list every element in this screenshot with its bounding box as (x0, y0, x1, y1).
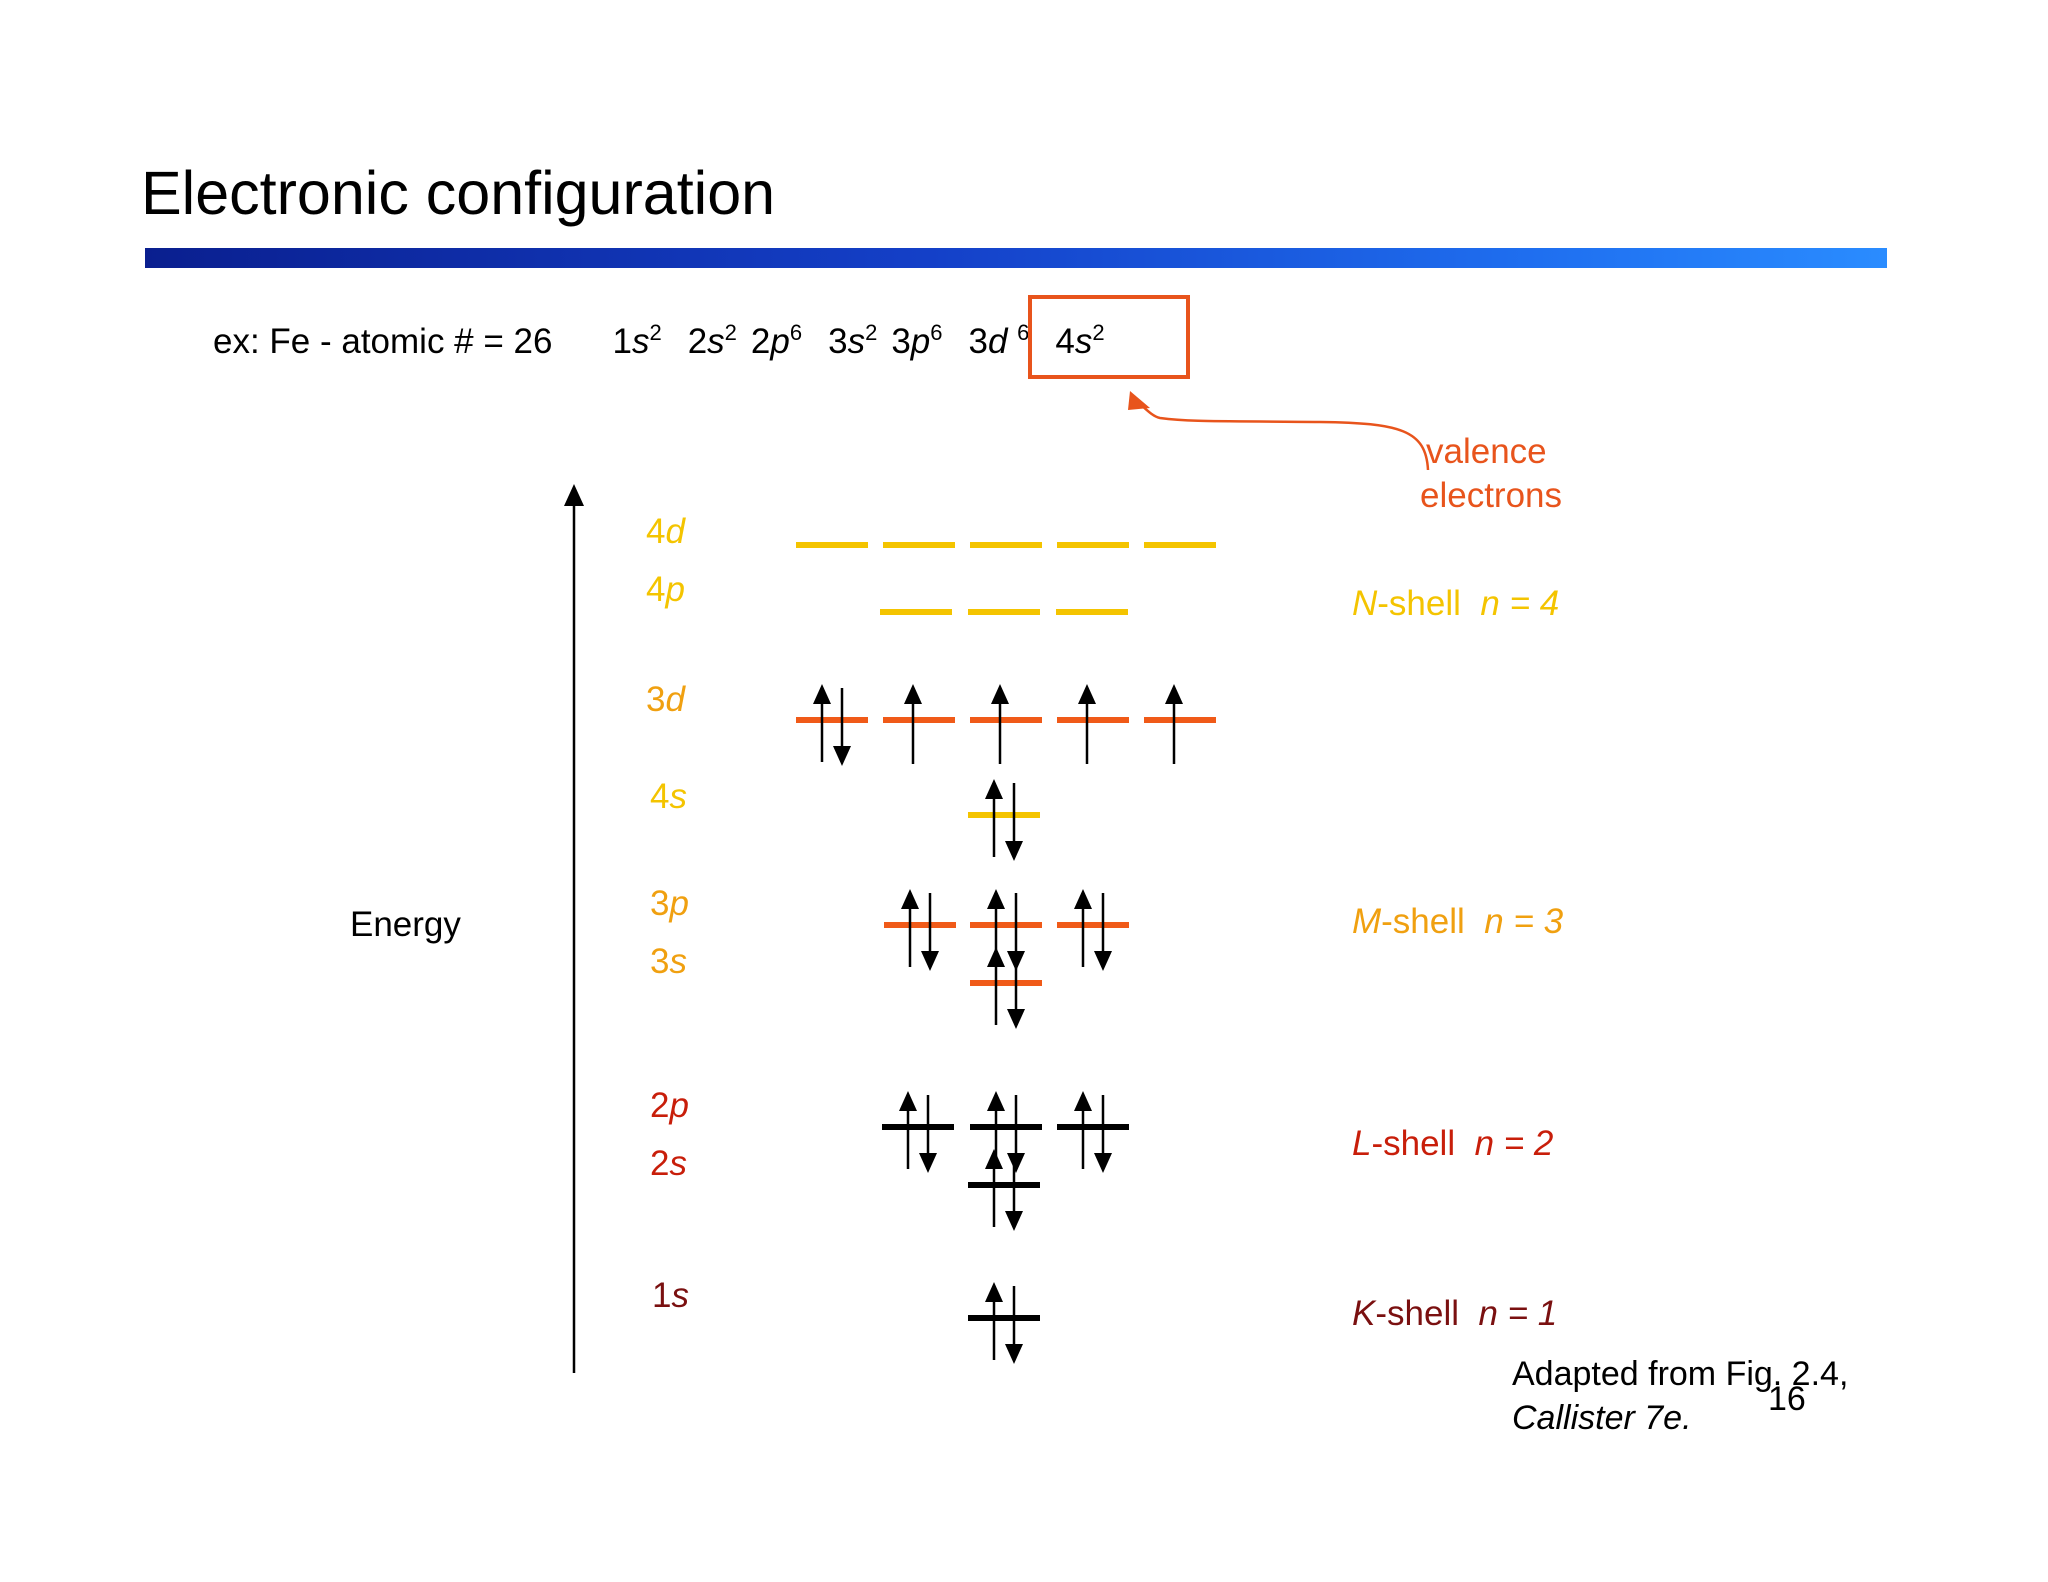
spin-up-arrow-icon (1078, 684, 1096, 764)
orbital-label-2s: 2s (650, 1144, 687, 1183)
valence-arrow (1131, 396, 1430, 471)
spin-up-arrow-icon (1074, 889, 1092, 967)
orbital-label-3d: 3d (646, 680, 685, 719)
orbital-box-2p (970, 1091, 1042, 1173)
orbital-box-1s (968, 1282, 1040, 1364)
config-term: 2p6 (750, 320, 803, 361)
orbital-box-3p (884, 889, 956, 971)
orbital-box-3d (1144, 684, 1216, 764)
spin-down-arrow-icon (1094, 893, 1112, 971)
orbital-box-2s (968, 1149, 1040, 1231)
spin-down-arrow-icon (1094, 1095, 1112, 1173)
shell-label-m: M-shell n = 3 (1352, 902, 1564, 941)
orbital-box-4s (968, 779, 1040, 861)
orbital-box-3d (970, 684, 1042, 764)
spin-down-arrow-icon (1005, 1153, 1023, 1231)
config-term-valence-4s: 4s2 (1055, 320, 1105, 361)
shell-label-k: K-shell n = 1 (1352, 1294, 1558, 1333)
orbital-box-3p (1057, 889, 1129, 971)
spin-up-arrow-icon (991, 684, 1009, 764)
orbital-label-2p: 2p (650, 1086, 689, 1125)
spin-up-arrow-icon (985, 1282, 1003, 1360)
source-caption: Adapted from Fig. 2.4, Callister 7e. (1512, 1355, 1849, 1437)
spin-up-arrow-icon (985, 779, 1003, 857)
shell-label-n: N-shell n = 4 (1352, 584, 1560, 623)
orbital-label-3s: 3s (650, 942, 687, 981)
valence-electrons-label: valence electrons (1420, 432, 1563, 515)
orbital-label-3p: 3p (650, 884, 689, 923)
valence-highlight-box (1028, 295, 1190, 379)
spin-down-arrow-icon (1007, 1095, 1025, 1173)
orbital-box-2p (1057, 1091, 1129, 1173)
config-term-valence-3d: 3d 6 (968, 320, 1030, 361)
spin-up-arrow-icon (901, 889, 919, 967)
config-term: 2s2 (687, 320, 737, 361)
config-term: 1s2 (612, 320, 662, 361)
spin-up-arrow-icon (899, 1091, 917, 1169)
page-number: 16 (1768, 1380, 1806, 1418)
config-term: 3s2 (828, 320, 878, 361)
valence-arrowhead (1128, 391, 1150, 410)
orbital-box-3s (970, 947, 1042, 1029)
spin-up-arrow-icon (987, 947, 1005, 1025)
spin-up-arrow-icon (904, 684, 922, 764)
spin-down-arrow-icon (1005, 783, 1023, 861)
orbital-box-2p (882, 1091, 954, 1173)
orbital-label-4p: 4p (646, 570, 685, 609)
orbital-box-3d (796, 684, 868, 766)
spin-down-arrow-icon (1007, 951, 1025, 1029)
energy-axis-arrowhead (564, 484, 584, 506)
config-prefix: ex: Fe - atomic # = 26 (213, 322, 553, 361)
orbital-label-4s: 4s (650, 777, 687, 816)
spin-up-arrow-icon (1165, 684, 1183, 764)
spin-down-arrow-icon (919, 1095, 937, 1173)
spin-up-arrow-icon (813, 684, 831, 762)
shell-label-l: L-shell n = 2 (1352, 1124, 1554, 1163)
orbital-label-4d: 4d (646, 512, 685, 551)
spin-up-arrow-icon (985, 1149, 1003, 1227)
orbital-label-1s: 1s (652, 1276, 689, 1315)
orbital-box-3d (1057, 684, 1129, 764)
title-gradient-bar (145, 248, 1887, 268)
config-line: ex: Fe - atomic # = 26 1s2 2s2 2p6 3s2 3p6 3d … (213, 320, 1105, 362)
config-term: 3p6 (891, 320, 943, 361)
spin-down-arrow-icon (1005, 1286, 1023, 1364)
spin-down-arrow-icon (921, 893, 939, 971)
energy-axis-label: Energy (350, 905, 461, 944)
spin-down-arrow-icon (833, 688, 851, 766)
orbital-box-3d (883, 684, 955, 764)
orbital-box-3p (970, 889, 1042, 971)
orbital-levels (796, 542, 1216, 1364)
slide-title: Electronic configuration (141, 159, 776, 227)
spin-up-arrow-icon (1074, 1091, 1092, 1169)
